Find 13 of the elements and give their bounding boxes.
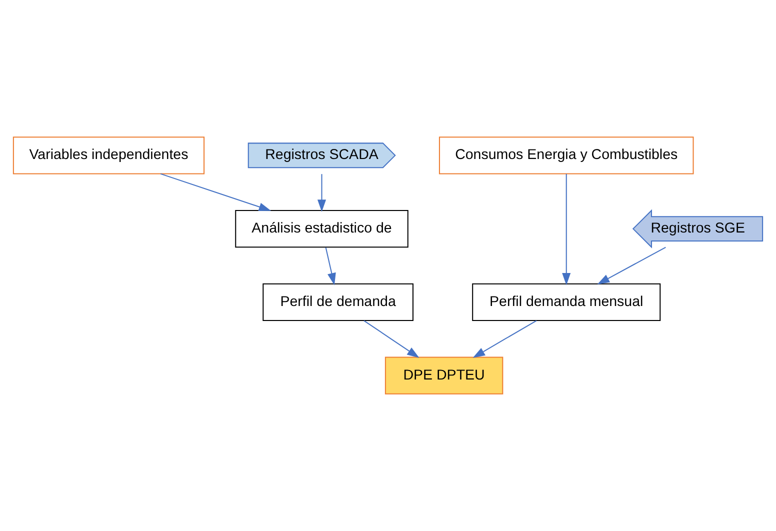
node-box: Consumos Energia y Combustibles xyxy=(438,136,694,174)
arrow xyxy=(597,246,666,284)
node-box: Perfil demanda mensual xyxy=(472,283,661,322)
node-box: DPE DPTEU xyxy=(384,356,504,394)
arrow xyxy=(325,247,336,286)
arrow xyxy=(317,174,326,212)
node-box: Análisis estadistico de xyxy=(235,210,408,248)
node-box: Perfil de demanda xyxy=(262,283,414,322)
node-box: Variables independientes xyxy=(12,136,205,174)
arrow xyxy=(562,174,571,286)
arrow xyxy=(472,320,537,358)
arrow xyxy=(160,173,272,211)
arrow xyxy=(364,320,420,358)
